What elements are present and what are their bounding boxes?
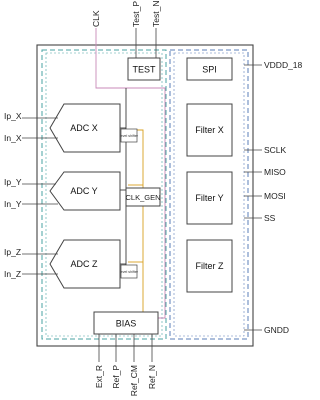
level-shifter-x [120, 128, 138, 143]
pin-ext-r: Ext_R [94, 365, 104, 388]
clk-gen-label: CLK_GEN [125, 193, 160, 202]
adc-z-label: ADC Z [71, 259, 99, 269]
adc-y-block [49, 171, 121, 211]
filter-x-label: Filter X [195, 125, 224, 135]
ref-trace [128, 129, 144, 312]
pin-ref-cm: Ref_CM [129, 365, 139, 396]
adc-x-label: ADC X [70, 123, 98, 133]
level-shifter-z-label: level shifter [120, 270, 139, 274]
test-label: TEST [132, 65, 156, 75]
pin-in-y: In_Y [4, 199, 22, 209]
bias-label: BIAS [116, 319, 137, 329]
chip-outline [36, 44, 254, 347]
pin-sclk: SCLK [264, 145, 287, 155]
pin-ref-p: Ref_P [111, 365, 121, 389]
clk-gen-block [125, 187, 161, 207]
spi-label: SPI [202, 65, 217, 75]
pin-vddd-18: VDDD_18 [264, 60, 303, 70]
filter-z-block [186, 239, 233, 293]
pin-ip-z: Ip_Z [4, 247, 21, 257]
pin-test-n: Test_N [151, 1, 161, 27]
pin-miso: MISO [264, 167, 286, 177]
level-shifter-x-label: level shifter [120, 134, 139, 138]
pin-ip-x: Ip_X [4, 111, 22, 121]
pin-in-x: In_X [4, 133, 22, 143]
analog-domain-outline [41, 49, 167, 340]
pin-mosi: MOSI [264, 191, 286, 201]
spi-block [186, 57, 233, 81]
digital-domain-inner-outline [173, 52, 245, 337]
adc-z-block [49, 239, 121, 289]
pin-ip-y: Ip_Y [4, 177, 22, 187]
pin-ss: SS [264, 213, 276, 223]
pin-gndd: GNDD [264, 325, 289, 335]
filter-x-block [186, 103, 233, 157]
adc-y-label: ADC Y [70, 186, 97, 196]
filter-y-block [186, 171, 233, 225]
filter-y-label: Filter Y [195, 193, 223, 203]
pin-clk: CLK [91, 10, 101, 27]
adc-x-block [49, 103, 121, 153]
pin-test-p: Test_P [131, 1, 141, 27]
pin-in-z: In_Z [4, 269, 21, 279]
block-diagram: TEST SPI ADC X ADC Y ADC Z level shifter… [4, 1, 303, 397]
filter-z-label: Filter Z [196, 261, 225, 271]
pin-ref-n: Ref_N [147, 365, 157, 389]
test-block [127, 57, 161, 81]
bias-block [93, 311, 159, 335]
analog-domain-inner-outline [45, 52, 163, 337]
level-shifter-z [120, 264, 138, 279]
